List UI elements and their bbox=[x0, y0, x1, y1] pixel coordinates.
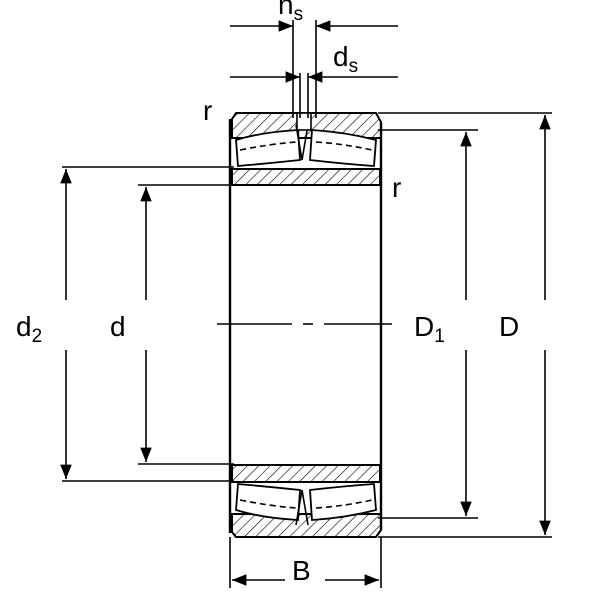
label-r-right: r bbox=[392, 172, 401, 203]
label-D: D bbox=[499, 311, 519, 342]
extension-lines bbox=[62, 112, 552, 588]
label-B: B bbox=[292, 555, 311, 586]
ns-ds-dimensions bbox=[230, 20, 398, 118]
inner-ring-bottom bbox=[231, 464, 381, 483]
inner-ring-top bbox=[231, 168, 381, 186]
dimension-labels: ns ds r r d2 d D1 D B bbox=[16, 0, 519, 586]
label-d: d bbox=[110, 311, 126, 342]
bearing-body bbox=[228, 112, 383, 538]
label-ns: ns bbox=[278, 0, 303, 25]
label-ds: ds bbox=[333, 41, 358, 77]
dimension-arrows bbox=[60, 115, 551, 586]
label-r-top: r bbox=[203, 95, 212, 126]
rollers-top bbox=[235, 124, 377, 167]
label-D1: D1 bbox=[414, 311, 445, 347]
label-d2: d2 bbox=[16, 311, 42, 347]
rollers-bottom bbox=[235, 483, 377, 526]
lubrication-hole bbox=[296, 112, 312, 131]
